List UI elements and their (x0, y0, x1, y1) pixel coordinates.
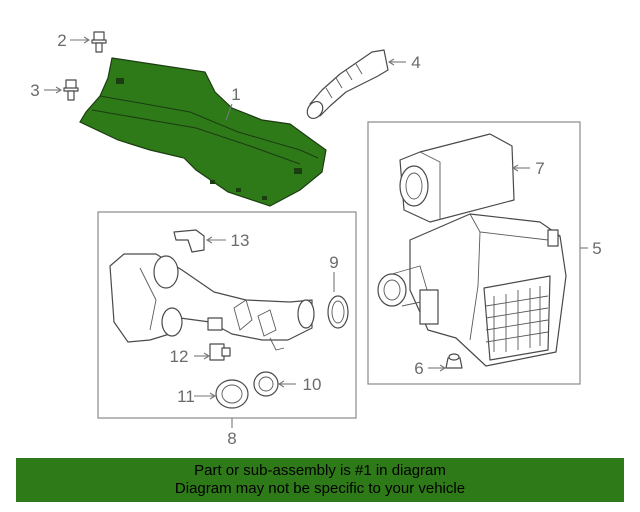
callout-13: 13 (231, 231, 250, 250)
callout-9: 9 (329, 253, 338, 272)
part-3-bolt[interactable] (63, 79, 79, 101)
callout-4: 4 (411, 53, 420, 72)
callout-7: 7 (535, 159, 544, 178)
callout-3: 3 (30, 81, 39, 100)
part-5-air-cleaner-housing[interactable] (377, 213, 567, 367)
info-banner: Part or sub-assembly is #1 in diagram Di… (16, 458, 624, 502)
callout-2: 2 (57, 31, 66, 50)
callout-11: 11 (177, 387, 195, 406)
part-11-coupler[interactable] (215, 379, 249, 409)
callout-6: 6 (414, 359, 423, 378)
callout-12: 12 (170, 347, 189, 366)
callout-1: 1 (231, 85, 240, 104)
callout-10: 10 (303, 375, 322, 394)
part-4-hose[interactable] (304, 49, 389, 121)
part-8-outlet-duct[interactable] (109, 253, 315, 351)
part-1-intake-cover[interactable] (79, 57, 327, 207)
part-13-connector[interactable] (173, 229, 205, 253)
air-cleaner-group-box (367, 121, 581, 385)
banner-line-2: Diagram may not be specific to your vehi… (174, 480, 466, 497)
part-9-clamp[interactable] (327, 295, 349, 329)
leader-lines (44, 36, 588, 428)
callout-8: 8 (227, 429, 236, 448)
banner-line-1: Part or sub-assembly is #1 in diagram (194, 462, 446, 479)
part-10-clamp[interactable] (253, 371, 279, 397)
part-6-grommet[interactable] (445, 353, 463, 369)
part-2-bolt[interactable] (91, 31, 107, 53)
callout-5: 5 (592, 239, 601, 258)
duct-group-box (97, 211, 357, 419)
parts-diagram: 2 3 1 4 7 5 6 13 9 12 11 10 8 (30, 31, 601, 448)
part-7-air-filter[interactable] (399, 133, 515, 223)
part-12-sensor[interactable] (209, 343, 231, 361)
